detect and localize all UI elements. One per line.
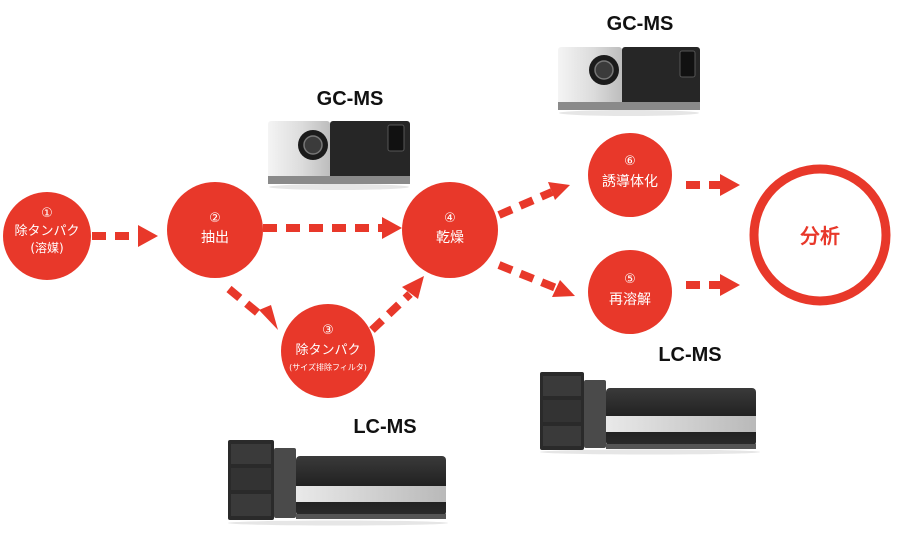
analysis-label: 分析 xyxy=(800,224,840,248)
node-5-redissolution: ⑤ 再溶解 xyxy=(588,250,672,334)
gcms-instrument-mid xyxy=(268,121,410,190)
gcms-mid-label: GC-MS xyxy=(317,88,384,110)
gcms-top-label: GC-MS xyxy=(607,13,674,35)
lcms-instrument-right xyxy=(540,372,760,455)
arrow-6-to-analysis xyxy=(686,174,740,196)
node-3-sublabel: (サイズ排除フィルタ) xyxy=(289,362,367,372)
node-3-label: 除タンパク xyxy=(295,343,360,358)
arrow-5-to-analysis xyxy=(686,274,740,296)
lcms-bottom-label: LC-MS xyxy=(353,416,416,438)
node-5-label: 再溶解 xyxy=(609,292,651,308)
arrow-2-to-3 xyxy=(226,285,278,330)
lcms-instrument-bottom xyxy=(228,440,448,526)
node-3-protein-removal-filter: ③ 除タンパク (サイズ排除フィルタ) xyxy=(281,304,375,398)
analysis-node: 分析 xyxy=(749,164,891,306)
node-1-label: 除タンパク xyxy=(14,224,79,239)
node-6-label: 誘導体化 xyxy=(602,174,658,190)
lcms-right-label: LC-MS xyxy=(658,344,721,366)
node-4-number: ④ xyxy=(444,211,456,226)
node-3-number: ③ xyxy=(322,323,334,338)
gcms-instrument-top xyxy=(558,47,700,116)
arrow-3-to-4 xyxy=(369,276,424,333)
arrow-4-to-5 xyxy=(497,261,575,297)
node-6-derivatization: ⑥ 誘導体化 xyxy=(588,133,672,217)
arrow-1-to-2 xyxy=(92,225,158,247)
node-1-protein-removal-solvent: ① 除タンパク (溶媒) xyxy=(3,192,91,280)
node-4-label: 乾燥 xyxy=(436,230,464,246)
arrow-2-to-4 xyxy=(263,217,402,239)
node-5-number: ⑤ xyxy=(624,272,636,287)
node-6-number: ⑥ xyxy=(624,154,636,169)
node-1-sublabel: (溶媒) xyxy=(30,240,63,255)
arrow-4-to-6 xyxy=(497,182,570,219)
node-2-label: 抽出 xyxy=(201,230,229,246)
node-2-extraction: ② 抽出 xyxy=(167,182,263,278)
node-4-drying: ④ 乾燥 xyxy=(402,182,498,278)
node-1-number: ① xyxy=(41,206,53,221)
node-2-number: ② xyxy=(209,211,221,226)
